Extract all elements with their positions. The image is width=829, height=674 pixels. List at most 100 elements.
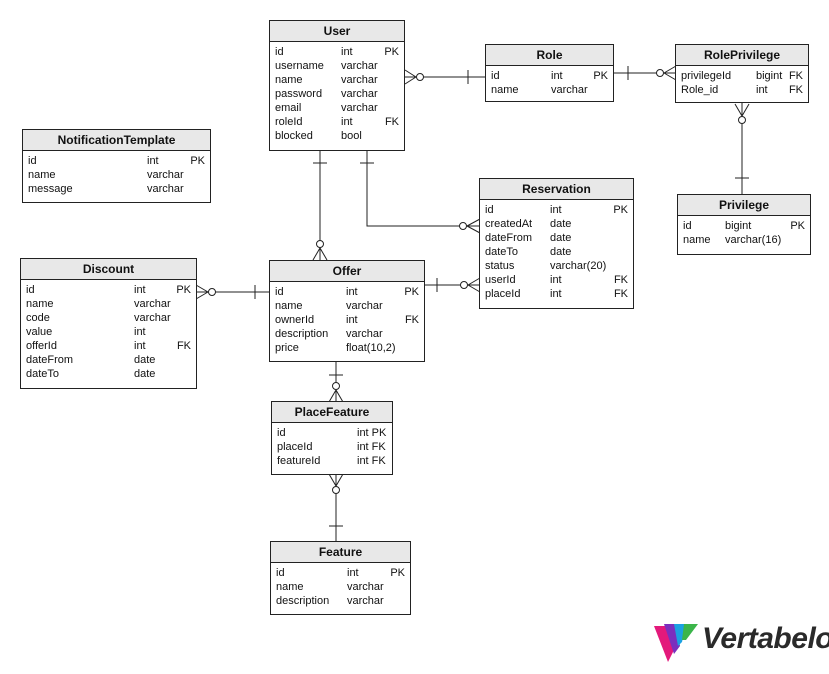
relationship-offer-discount [195,284,270,300]
attribute-type: varchar [341,102,378,114]
attribute-name: password [275,88,323,100]
entity-title: Discount [21,259,196,280]
attribute-name: placeId [277,441,313,453]
attribute-name: name [276,581,304,593]
attribute-name: privilegeId [681,70,732,82]
attribute-name: name [275,300,303,312]
attribute-row[interactable]: createdAt date [485,217,628,231]
relationship-role-user [404,69,486,85]
attribute-name: dateFrom [485,232,533,244]
attribute-row[interactable]: status varchar(20) [485,259,628,273]
attribute-type: int [756,84,768,96]
attribute-type: varchar [341,88,378,100]
attribute-name: createdAt [485,218,533,230]
attribute-name: dateTo [26,368,60,380]
attribute-type: int FK [357,441,386,453]
attribute-name: dateTo [485,246,519,258]
attribute-name: id [275,46,284,58]
entity-title: Reservation [480,179,633,200]
attribute-name: userId [485,274,516,286]
attribute-name: value [26,326,53,338]
attribute-name: id [26,284,35,296]
vertabelo-logo-text: Vertabelo [702,622,829,655]
attribute-type: varchar [134,312,171,324]
entity-title: Privilege [678,195,810,216]
attribute-type: varchar [341,74,378,86]
entity-title: Role [486,45,613,66]
attribute-row[interactable]: password varchar [275,87,399,101]
attribute-type: date [550,246,572,258]
attribute-row[interactable]: dateTo date [485,245,628,259]
relationship-offer-placefeature [328,361,344,403]
attribute-name: message [28,183,73,195]
attribute-row[interactable]: value int [26,325,191,339]
attribute-type: date [550,218,572,230]
attribute-name: status [485,260,515,272]
attribute-type: int [134,326,146,338]
entity-title: Feature [271,542,410,563]
attribute-name: id [276,567,285,579]
attribute-key: FK [613,288,628,300]
attribute-type: varchar(20) [550,260,607,272]
attribute-type: int FK [357,455,386,467]
attribute-key: PK [190,155,205,167]
attribute-type: int [550,288,562,300]
attribute-row[interactable]: placeId int FK [277,440,387,454]
relationship-privilege-roleprivilege [734,103,750,194]
attribute-type: bigint [725,220,752,232]
vertabelo-logo-icon [654,624,698,662]
attribute-type: varchar [551,84,588,96]
attribute-type: varchar [346,328,383,340]
attribute-key: PK [404,286,419,298]
relationship-user-offer [312,151,328,261]
